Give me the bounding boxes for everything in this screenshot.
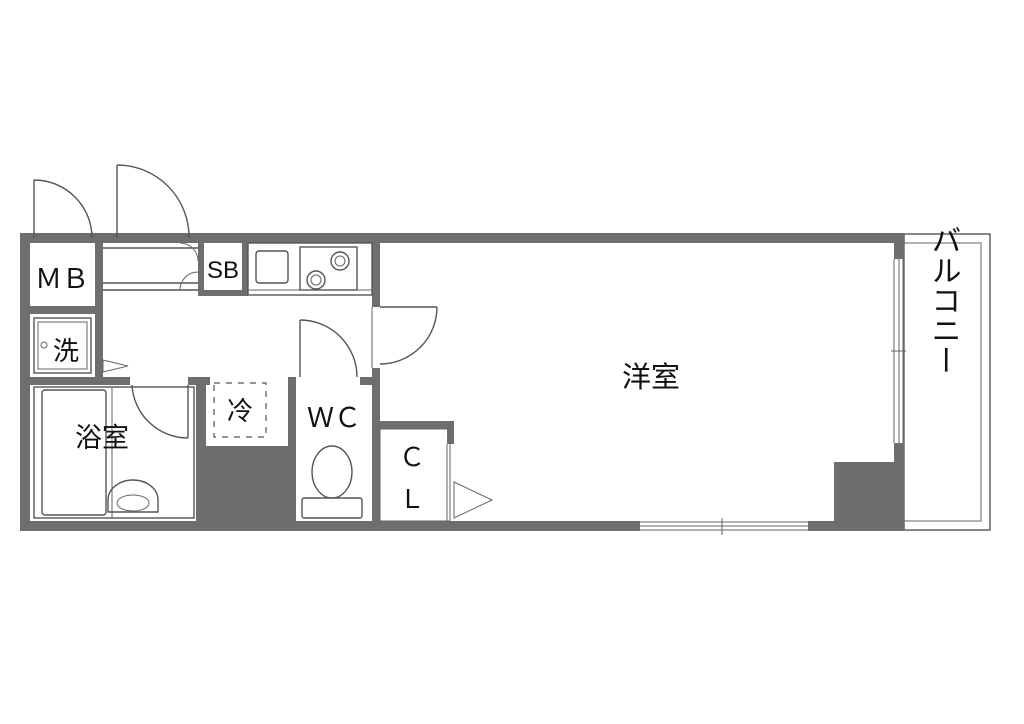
kitchen-room-wall-lower <box>372 368 380 531</box>
interior-walls <box>30 243 454 531</box>
kitchen <box>247 242 373 296</box>
bottom-wall-left <box>20 521 640 531</box>
sb-box-inner <box>204 243 242 290</box>
sb-label: SB <box>207 257 239 284</box>
burner-icon-2-inner <box>310 274 322 286</box>
bath-inner-border <box>33 386 195 519</box>
shoe-cabinet-door-swing <box>179 242 199 262</box>
stove-icon <box>299 246 358 291</box>
burner-icon-1 <box>330 251 350 271</box>
closet-label-l: Ｌ <box>399 484 425 514</box>
wc-left-wall <box>288 377 296 531</box>
washbasin-bowl-icon <box>116 494 150 512</box>
shoe-cabinet-door-swing-2 <box>179 271 199 291</box>
washer-drain-icon <box>40 341 48 349</box>
balcony-inner-rail <box>903 242 982 522</box>
fridge-wall <box>196 377 210 385</box>
balcony-label: バルコニー <box>927 225 960 375</box>
fridge-label: 冷 <box>227 396 253 426</box>
washer-door-arrow <box>102 359 129 373</box>
closet-label-c: Ｃ <box>399 442 425 472</box>
exterior-walls <box>20 233 904 531</box>
front-door-swing <box>116 164 190 239</box>
top-wall <box>20 233 904 243</box>
bath-right-wall <box>196 377 206 531</box>
kitchen-counter <box>247 242 373 296</box>
entrance <box>103 242 199 291</box>
mb-label: ＭＢ <box>35 264 89 294</box>
room-door-swing <box>379 306 438 365</box>
wc-door-swing <box>299 319 358 378</box>
left-wall <box>20 233 30 531</box>
room-door <box>371 306 438 368</box>
bath-door-swing <box>131 384 189 439</box>
corner-column <box>834 462 904 531</box>
mb-door-swing <box>33 179 93 239</box>
room-labels: ＭＢ 洗 SB 浴室 冷 ＷＣ Ｃ Ｌ 洋室 バルコニー <box>35 225 960 514</box>
washer-pan-outer <box>33 317 92 374</box>
washbasin-icon <box>107 479 159 513</box>
washer-pan-inner <box>37 321 88 370</box>
pipe-shaft <box>198 446 288 531</box>
toilet-room <box>299 319 363 519</box>
toilet-tank-icon <box>301 497 363 519</box>
bathtub <box>41 389 107 516</box>
right-wall-top <box>894 233 904 259</box>
bath-label: 浴室 <box>75 423 129 453</box>
wc-top-wall <box>360 377 380 385</box>
sink-icon <box>255 250 289 284</box>
fridge-space <box>213 382 267 438</box>
closet-outline <box>379 428 451 522</box>
closet-top-wall <box>380 421 454 429</box>
bath-top-wall-left <box>30 377 130 385</box>
closet-door-arrow <box>453 481 494 519</box>
balcony <box>903 233 991 531</box>
bathroom <box>33 384 195 519</box>
burner-icon-2 <box>306 270 326 290</box>
washer-space <box>33 317 129 374</box>
washer-label: 洗 <box>53 336 79 366</box>
windows <box>640 259 906 535</box>
wc-label: ＷＣ <box>307 403 361 433</box>
closet <box>379 428 494 522</box>
toilet-bowl-icon <box>311 445 353 499</box>
kitchen-room-wall-upper <box>372 243 380 307</box>
entry-doors <box>33 164 190 239</box>
western-room-label: 洋室 <box>622 361 680 394</box>
mb-washer-divider <box>30 306 103 314</box>
burner-icon-1-inner <box>334 255 346 267</box>
